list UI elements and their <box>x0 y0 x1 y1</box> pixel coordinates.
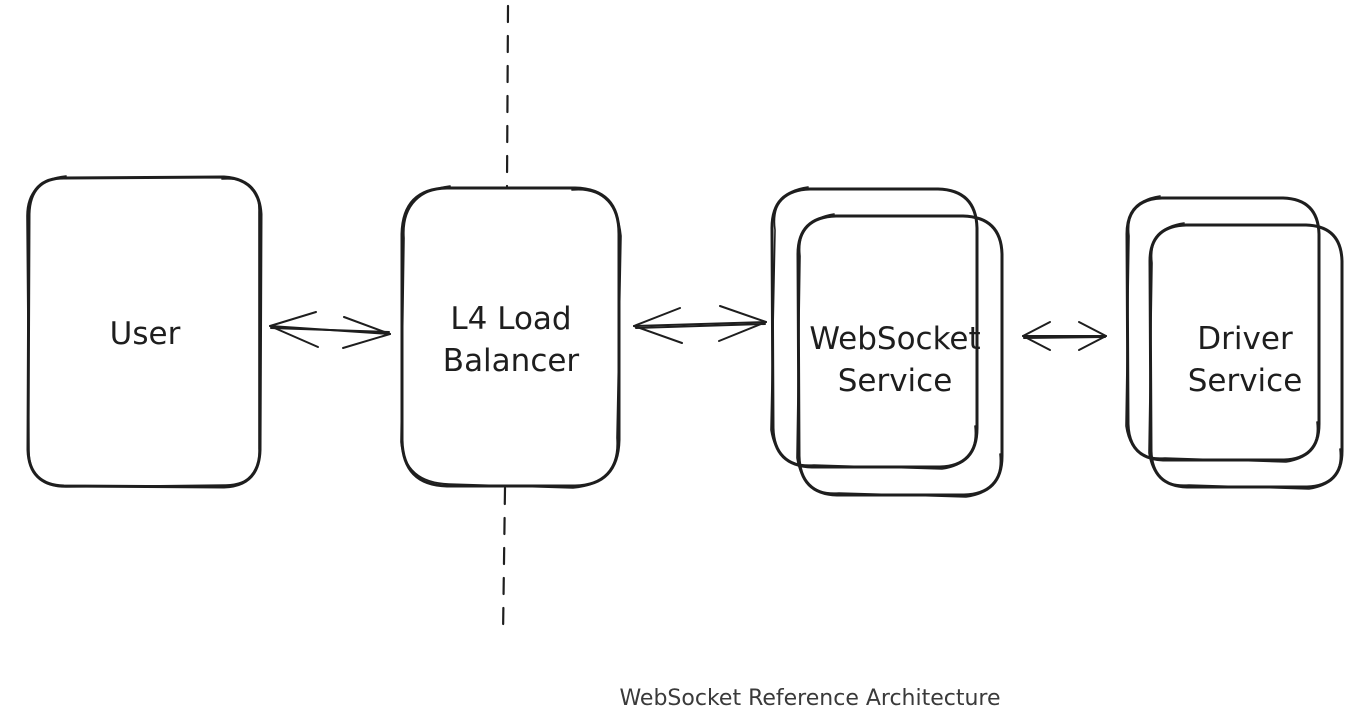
driver-service-label-line-2: Service <box>1187 363 1303 399</box>
websocket-driver-bidirectional-arrow <box>1022 321 1107 351</box>
network-boundary-line <box>501 4 510 637</box>
driver-service-node-box <box>1125 195 1344 490</box>
load-balancer-label-line-2: Balancer <box>442 343 580 379</box>
websocket-service-label-line-2: Service <box>837 363 953 399</box>
diagram-caption: WebSocket Reference Architecture <box>619 686 1001 711</box>
user-label-line-1: User <box>109 316 181 352</box>
websocket-service-node-box <box>770 186 1004 498</box>
driver-service-node-label: Driver Service <box>1150 318 1340 402</box>
lb-websocket-bidirectional-arrow <box>633 305 767 344</box>
load-balancer-node-box <box>400 185 622 489</box>
driver-service-label-line-1: Driver <box>1197 321 1293 357</box>
websocket-service-node-label: WebSocket Service <box>800 318 990 402</box>
user-node-label: User <box>30 313 260 355</box>
user-node-box <box>26 175 263 489</box>
websocket-service-label-line-1: WebSocket <box>809 321 981 357</box>
load-balancer-node-label: L4 Load Balancer <box>402 298 620 382</box>
load-balancer-label-line-1: L4 Load <box>450 301 572 337</box>
user-lb-bidirectional-arrow <box>269 311 391 349</box>
